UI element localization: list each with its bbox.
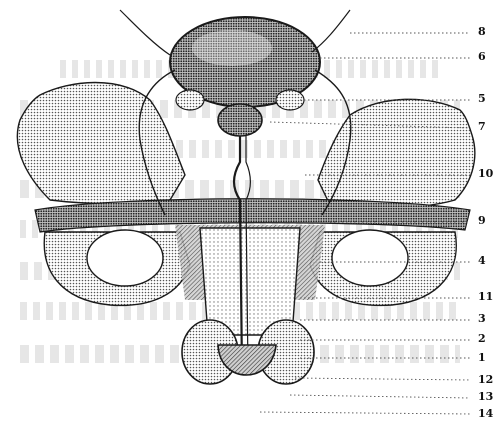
penile-shaft xyxy=(200,228,300,335)
top-right-bone xyxy=(312,10,350,52)
label-4: 4 xyxy=(478,255,486,266)
label-5: 5 xyxy=(478,93,486,104)
label-11: 11 xyxy=(478,291,493,302)
left-obturator-foramen xyxy=(87,230,163,286)
label-8: 8 xyxy=(478,26,486,37)
prostate xyxy=(218,104,262,136)
label-1: 1 xyxy=(478,352,486,363)
label-3: 3 xyxy=(478,313,486,324)
left-ilium xyxy=(17,83,185,204)
label-2: 2 xyxy=(478,333,486,344)
label-12: 12 xyxy=(478,374,493,385)
left-seminal-vesicle xyxy=(176,90,204,110)
label-9: 9 xyxy=(478,215,486,226)
bladder-highlight xyxy=(192,30,272,66)
leader-12 xyxy=(295,378,470,380)
leader-14 xyxy=(260,412,470,414)
label-7: 7 xyxy=(478,121,486,132)
label-14: 14 xyxy=(478,408,493,419)
label-10: 10 xyxy=(478,168,493,179)
right-seminal-vesicle xyxy=(276,90,304,110)
right-ilium xyxy=(318,99,475,208)
label-13: 13 xyxy=(478,391,493,402)
leader-13 xyxy=(290,395,470,398)
label-6: 6 xyxy=(478,51,486,62)
top-left-bone xyxy=(120,10,170,55)
right-obturator-foramen xyxy=(332,230,408,286)
